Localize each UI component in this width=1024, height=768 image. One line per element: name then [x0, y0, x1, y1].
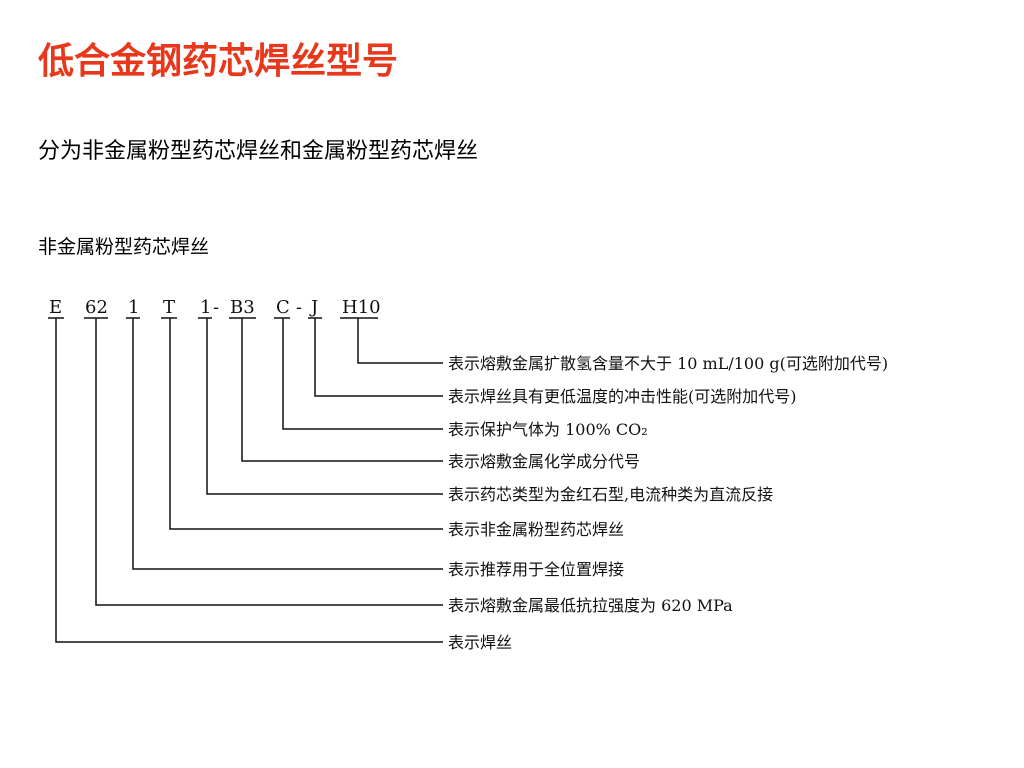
code-part-B3: B3: [230, 297, 255, 318]
desc-62: 表示熔敷金属最低抗拉强度为 620 MPa: [448, 596, 733, 615]
desc-J: 表示焊丝具有更低温度的冲击性能(可选附加代号): [448, 387, 797, 406]
desc-H10: 表示熔敷金属扩散氢含量不大于 10 mL/100 g(可选附加代号): [448, 354, 888, 373]
descriptions: 表示熔敷金属扩散氢含量不大于 10 mL/100 g(可选附加代号) 表示焊丝具…: [448, 354, 888, 652]
page-title: 低合金钢药芯焊丝型号: [38, 40, 399, 82]
code-part-C: C: [276, 297, 290, 318]
leader-1: [132, 318, 443, 570]
leader-E: [55, 318, 443, 643]
leader-62: [95, 318, 443, 606]
code-part-1b: 1: [200, 297, 211, 318]
section-label: 非金属粉型药芯焊丝: [38, 236, 210, 258]
desc-B3: 表示熔敷金属化学成分代号: [448, 452, 640, 471]
code-part-T: T: [163, 297, 175, 318]
code-part-E: E: [49, 297, 62, 318]
leader-H10: [357, 318, 443, 364]
desc-1b: 表示药芯类型为金红石型,电流种类为直流反接: [448, 485, 773, 504]
code-part-J: J: [309, 297, 318, 318]
leader-lines: [55, 318, 443, 643]
desc-1: 表示推荐用于全位置焊接: [448, 560, 624, 579]
code-row: E 62 1 T 1 - B3 C - J H10: [49, 297, 381, 318]
code-part-dash1: -: [213, 297, 219, 318]
subtitle: 分为非金属粉型药芯焊丝和金属粉型药芯焊丝: [38, 139, 479, 164]
leader-J: [314, 318, 443, 397]
leader-B3: [241, 318, 443, 462]
leader-C: [282, 318, 443, 430]
leader-T: [169, 318, 443, 530]
leader-1b: [206, 318, 443, 495]
desc-E: 表示焊丝: [448, 633, 512, 652]
code-part-dash2: -: [296, 297, 302, 318]
code-part-H10: H10: [342, 297, 381, 318]
code-part-62: 62: [85, 297, 108, 318]
desc-C: 表示保护气体为 100% CO₂: [448, 420, 648, 439]
desc-T: 表示非金属粉型药芯焊丝: [448, 520, 624, 539]
code-part-1: 1: [128, 297, 139, 318]
